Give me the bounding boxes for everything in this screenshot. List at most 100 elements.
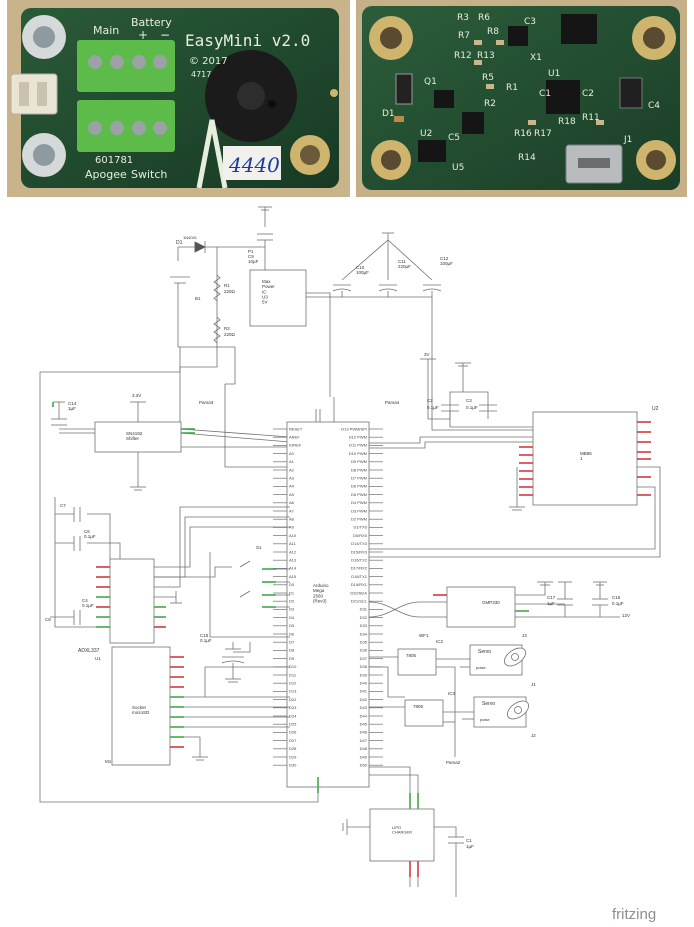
silkscreen-logo — [196, 119, 228, 189]
label-adxl: ADXL337 — [78, 648, 100, 654]
arduino-pin-label: D47 — [360, 738, 368, 743]
label-minus: − — [160, 28, 170, 42]
arduino-pin-label: A12 — [289, 549, 297, 554]
arduino-pin-label: D9 — [289, 656, 295, 661]
arduino-pin-label: A15 — [289, 574, 297, 579]
photo-easymini-top: Main Battery + − EasyMini v2.0 © 2017 47… — [7, 0, 350, 197]
label-u5-val: 3.3V — [132, 393, 141, 398]
des-c1: C1 — [539, 89, 551, 99]
des-j1: J1 — [623, 135, 632, 145]
label-c1-val: 1µF — [466, 844, 474, 849]
arduino-pin-label: A4 — [289, 484, 295, 489]
label-pulse1: pulse — [476, 665, 486, 670]
des-r12: R12 — [454, 51, 472, 61]
arduino-pin-label: A11 — [289, 541, 297, 546]
label-m1: M1 — [105, 759, 112, 764]
label-r2: R2 — [224, 326, 230, 331]
arduino-pin-label: D12 — [289, 681, 297, 686]
label-c1: C1 — [466, 838, 472, 843]
arduino-pin-label: D6 PWM — [351, 484, 367, 489]
label-j3: J3 — [522, 633, 527, 638]
mounting-hole — [636, 140, 676, 180]
arduino-pin-label: D36 — [360, 648, 368, 653]
arduino-pin-label: D29 — [289, 754, 297, 759]
arduino-pin-label: D41 — [360, 689, 368, 694]
ic-top — [561, 14, 597, 44]
label-reg2: 7805 — [413, 704, 424, 709]
label-c9: C9 — [248, 254, 254, 259]
arduino-pin-label: D11 — [289, 672, 297, 677]
arduino-pin-label: D43 — [360, 705, 368, 710]
arduino-pin-label: D4 — [289, 615, 295, 620]
board-name: EasyMini v2.0 — [185, 31, 310, 50]
label-c3: C3 — [466, 398, 472, 403]
arduino-pin-label: D21/SCL — [351, 599, 368, 604]
board-year: © 2017 — [189, 56, 228, 67]
label-b1: B1 — [195, 296, 201, 301]
des-c3: C3 — [524, 17, 536, 27]
label-c16: C16 — [612, 595, 621, 600]
arduino-pin-label: D19/RX1 — [351, 582, 368, 587]
arduino-pin-label: IOREF — [289, 443, 302, 448]
des-u2: U2 — [420, 129, 432, 139]
label-c6-val: 0.1µF — [84, 534, 96, 539]
label-parsa4: Parsa4 — [385, 400, 400, 405]
des-x1: X1 — [530, 53, 542, 63]
arduino-pin-label: D5 PWM — [351, 492, 367, 497]
arduino-pin-label: D31 — [360, 607, 368, 612]
des-r6: R6 — [478, 13, 490, 23]
arduino-pin-label: D20/SDA — [350, 590, 367, 595]
des-r17: R17 — [534, 129, 552, 139]
arduino-pin-label: D6 — [289, 631, 295, 636]
arduino-pin-label: D45 — [360, 722, 368, 727]
label-c9-val: 10µF — [248, 259, 259, 264]
arduino-pin-label: D34 — [360, 631, 368, 636]
label-d1: D1 — [176, 240, 183, 246]
des-r3: R3 — [457, 13, 469, 23]
arduino-pin-label: D11 PWM — [349, 443, 367, 448]
label-apogee: Apogee — [85, 168, 127, 181]
label-c4-val: 0.1µF — [82, 603, 94, 608]
des-r5: R5 — [482, 73, 494, 83]
arduino-pin-label: D24 — [289, 713, 297, 718]
arduino-pin-label: D37 — [360, 656, 368, 661]
label-ic2: IC2 — [436, 639, 444, 644]
arduino-pin-label: D5 — [289, 623, 295, 628]
label-pulse2: pulse — [480, 717, 490, 722]
label-c15-val: 0.1µF — [200, 638, 212, 643]
arduino-pin-label: D8 PWM — [351, 467, 367, 472]
label-c4: C4 — [82, 598, 88, 603]
label-c10: C10 — [356, 265, 365, 270]
label-c12: C12 — [440, 256, 449, 261]
arduino-pin-label: D0/RX0 — [353, 533, 368, 538]
arduino-pin-label: D39 — [360, 672, 368, 677]
des-r8: R8 — [487, 27, 499, 37]
des-r13: R13 — [477, 51, 495, 61]
arduino-pin-label: D42 — [360, 697, 368, 702]
ic-sensor — [619, 77, 643, 109]
arduino-pin-label: D38 — [360, 664, 368, 669]
arduino-pin-label: A14 — [289, 566, 297, 571]
label-s1: S1 — [256, 545, 262, 550]
des-r2: R2 — [484, 99, 496, 109]
handwritten-number: 4440 — [228, 153, 280, 177]
arduino-pin-label: A8 — [289, 517, 295, 522]
label-main: Main — [93, 24, 119, 37]
ic-u1 — [546, 80, 580, 114]
label-r1: R1 — [224, 283, 230, 288]
arduino-pin-label: D33 — [360, 623, 368, 628]
arduino-pin-label: A13 — [289, 558, 297, 563]
ic-q1 — [434, 90, 454, 108]
arduino-pins: RESETAREFIOREFA0A1A2A3A4A5A6A7A8A9A10A11… — [273, 426, 383, 768]
buzzer — [205, 50, 297, 142]
label-c17: C17 — [547, 595, 556, 600]
label-gps: GMP330 — [482, 600, 500, 605]
label-u2: U2 — [652, 406, 659, 412]
des-r14: R14 — [518, 153, 536, 163]
mounting-hole — [369, 16, 413, 60]
label-c15: C15 — [200, 633, 209, 638]
arduino-pin-label: D44 — [360, 713, 368, 718]
